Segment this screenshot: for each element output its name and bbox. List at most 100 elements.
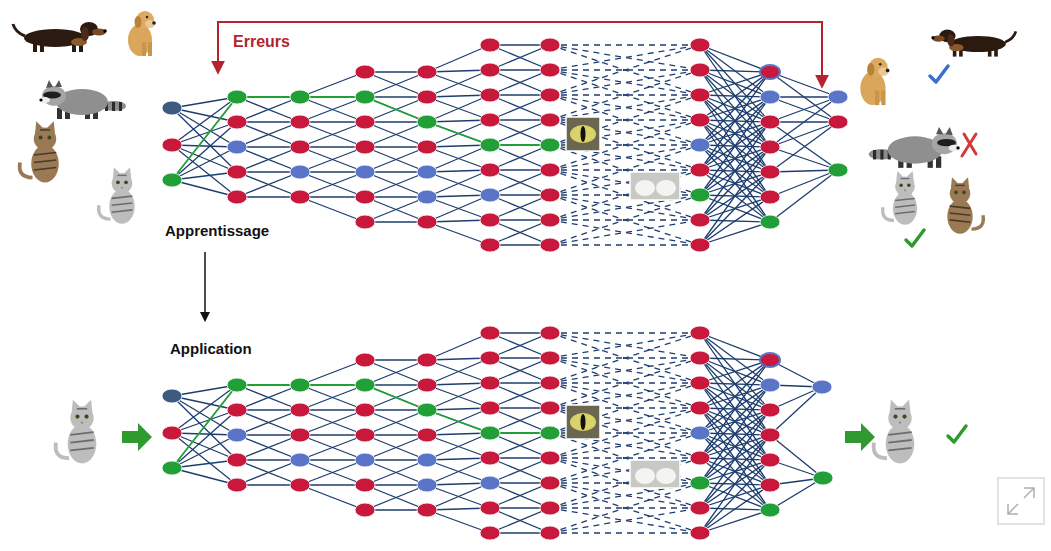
- neuron: [540, 351, 560, 365]
- neuron: [540, 376, 560, 390]
- grey-cat-picture-part: [895, 408, 905, 410]
- dachshund-picture-part: [81, 27, 89, 41]
- labrador-picture-part: [886, 69, 890, 73]
- neuron: [760, 140, 780, 154]
- eye-feature-part: [570, 413, 596, 431]
- neuron: [290, 140, 310, 154]
- neuron: [480, 213, 500, 227]
- connection-line: [550, 532, 700, 533]
- tabby-cat-picture-part: [959, 197, 961, 199]
- neurons: [162, 326, 833, 540]
- neuron: [690, 238, 710, 252]
- neuron: [480, 451, 500, 465]
- tabby-cat-picture-part: [40, 129, 50, 131]
- grey-cat-picture-part: [895, 198, 915, 200]
- connection-line: [700, 435, 770, 533]
- paw-feature: [630, 172, 680, 200]
- neuron: [227, 115, 247, 129]
- error-label: Erreurs: [233, 33, 290, 50]
- connection-line: [365, 197, 427, 222]
- connection-line: [550, 458, 700, 508]
- connection-line: [300, 385, 365, 410]
- connection-line: [237, 97, 300, 122]
- grey-cat-picture-part: [888, 448, 911, 451]
- tabby-cat-picture-part: [950, 220, 971, 222]
- check-mark: [930, 66, 948, 82]
- connection-line: [300, 97, 365, 122]
- connection-line: [365, 485, 427, 510]
- neuron: [417, 503, 437, 517]
- grey-cat-picture-part: [874, 443, 887, 459]
- neuron: [540, 426, 560, 440]
- connection-line: [550, 45, 700, 95]
- phase-label: Application: [170, 340, 252, 357]
- neuron: [540, 63, 560, 77]
- input-output-arrow: [845, 423, 875, 451]
- tabby-cat-picture-part: [34, 153, 57, 156]
- connection-line: [365, 460, 427, 485]
- connection-line: [550, 508, 700, 533]
- neuron: [227, 165, 247, 179]
- grey-cat-picture-part: [893, 415, 897, 419]
- connection-line: [700, 45, 770, 72]
- neuron: [540, 213, 560, 227]
- neuron: [417, 428, 437, 442]
- connection-line: [550, 358, 700, 383]
- grey-cat-picture-part: [56, 443, 69, 459]
- neuron: [480, 426, 500, 440]
- grey-cat-picture-part: [84, 415, 88, 419]
- connection-line: [365, 122, 427, 147]
- connection-line: [550, 70, 700, 120]
- neuron: [690, 451, 710, 465]
- tabby-cat-picture-part: [47, 136, 51, 140]
- grey-cat-picture-part: [890, 400, 899, 413]
- tabby-cat-picture-part: [961, 177, 969, 189]
- neuron: [355, 478, 375, 492]
- neuron: [813, 471, 833, 485]
- grey-cat-picture-part: [896, 171, 904, 182]
- connection-line: [237, 122, 300, 147]
- tabby-cat-picture-part: [35, 121, 44, 134]
- neuron: [760, 428, 780, 442]
- connection-line: [550, 333, 700, 358]
- connection-line: [300, 360, 365, 385]
- connection-line: [172, 396, 237, 435]
- neuron: [162, 426, 182, 440]
- grey-cat-picture-part: [109, 189, 134, 224]
- grey-cat-picture-part: [901, 178, 910, 179]
- labrador-picture-part: [145, 20, 155, 28]
- connection-line: [300, 485, 365, 510]
- connection-line: [300, 122, 365, 147]
- phase-label: Apprentissage: [165, 222, 269, 239]
- neuron: [480, 401, 500, 415]
- tabby-cat-picture-part: [20, 163, 33, 178]
- connection-line: [237, 460, 300, 485]
- neuron: [540, 188, 560, 202]
- grey-cat-picture-part: [895, 212, 915, 214]
- tabby-cat-picture-part: [34, 160, 57, 163]
- neuron: [417, 190, 437, 204]
- dachshund-picture-part: [1005, 31, 1016, 42]
- neuron: [227, 90, 247, 104]
- neuron: [690, 38, 710, 52]
- label-holder: Application: [170, 340, 252, 358]
- grey-cat-picture-part: [113, 167, 121, 179]
- neuron: [540, 526, 560, 540]
- connection-line: [550, 195, 700, 245]
- labrador-picture-part: [860, 72, 885, 106]
- neuron: [690, 213, 710, 227]
- neuron: [290, 90, 310, 104]
- neuron: [417, 140, 437, 154]
- label-holder: Apprentissage: [165, 222, 269, 240]
- connection-line: [770, 72, 838, 97]
- connection-line: [770, 170, 838, 197]
- connection-line: [550, 70, 700, 95]
- raccoon-picture-part: [40, 97, 50, 103]
- grey-cat-picture-part: [77, 408, 87, 410]
- raccoon-picture: [39, 80, 126, 119]
- labrador-picture-part: [135, 16, 142, 28]
- labrador-picture-part: [152, 21, 156, 25]
- connection-line: [770, 147, 838, 170]
- neuron: [355, 353, 375, 367]
- grey-cat-picture-part: [901, 400, 910, 413]
